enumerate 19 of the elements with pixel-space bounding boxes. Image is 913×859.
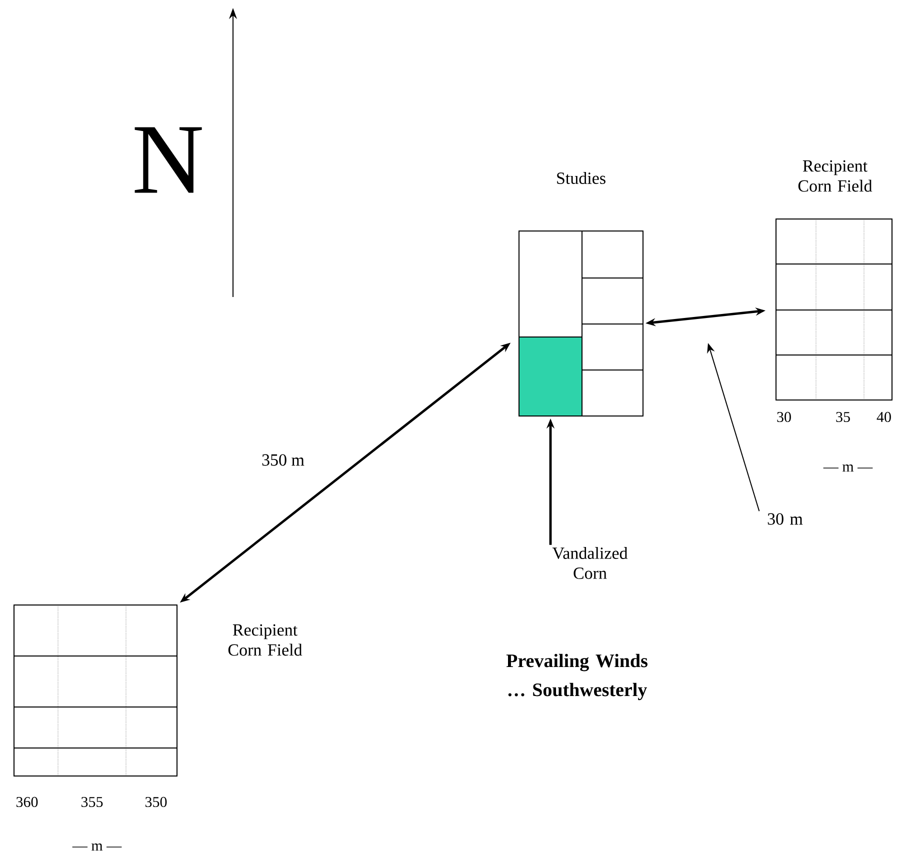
text-label: 30 m <box>768 513 803 525</box>
node-label: Studies <box>557 172 606 184</box>
vandalized-plot <box>518 336 582 416</box>
axis-label: 355 <box>81 796 103 808</box>
note-text: Prevailing Winds … Southwesterly <box>506 654 648 700</box>
axis-label: 35 <box>836 412 850 422</box>
node-label: Recipient Corn Field <box>228 624 302 656</box>
axis-label: 350 <box>145 796 167 808</box>
axis-label: 40 <box>876 412 891 422</box>
edge-label: 350 m <box>262 454 304 466</box>
north-letter: N <box>134 127 202 193</box>
field-plot: Recipient Corn Field <box>776 160 892 400</box>
node-label: Recipient Corn Field <box>798 160 872 192</box>
field-plot: Recipient Corn Field <box>14 604 302 776</box>
axis-label: — m — <box>823 464 873 472</box>
axis-label: — m — <box>72 843 122 851</box>
axis-label: 360 <box>16 796 38 808</box>
axis-label: 30 <box>777 412 791 422</box>
text-label: Vandalized Corn <box>552 547 628 579</box>
